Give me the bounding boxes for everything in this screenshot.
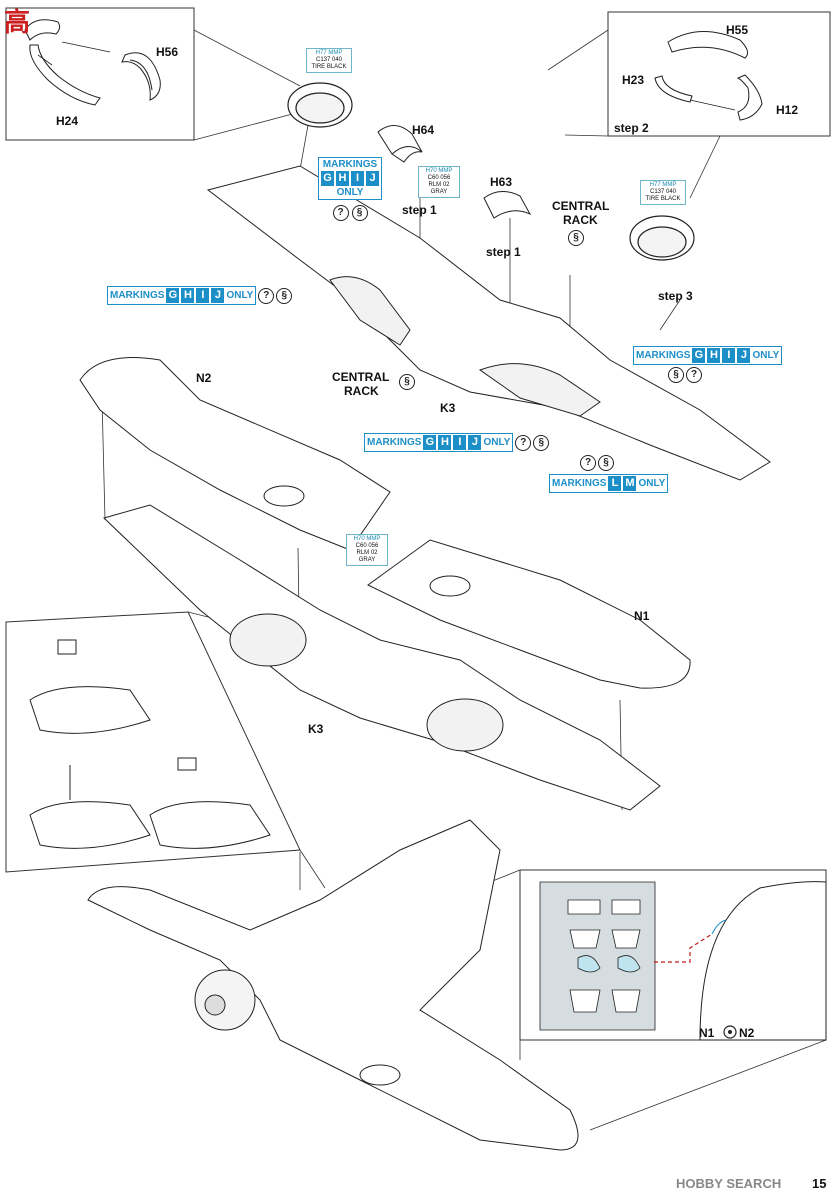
part-wheelwell-assembled-1 xyxy=(287,82,353,128)
inset-box-top-left xyxy=(5,7,195,141)
aircraft-assembled xyxy=(87,819,579,1151)
label-central-rack-1: CENTRAL xyxy=(552,199,609,213)
label-n2-join: N2 xyxy=(739,1026,755,1040)
arrow-h24 xyxy=(37,54,53,66)
markings-callout-3-symbols: § ? xyxy=(668,367,702,383)
paint-callout-tire-black-2: H77 MMP C137 040 TIRE BLACK xyxy=(640,180,686,205)
label-h12: H12 xyxy=(776,103,798,117)
cockpit-detail-1 xyxy=(29,639,151,734)
page-number: 15 xyxy=(812,1176,827,1191)
label-h56: H56 xyxy=(156,45,178,59)
part-h24 xyxy=(29,44,101,106)
paint-callout-rlm02-2: H70 MMP C60 056 RLM 02 GRAY xyxy=(346,534,388,566)
question-icon: ? xyxy=(515,434,532,451)
cockpit-detail-3 xyxy=(149,757,271,849)
cockpit-detail-2 xyxy=(29,765,151,849)
question-icon: ? xyxy=(258,287,275,304)
wing-lower-top xyxy=(206,165,771,481)
label-n2: N2 xyxy=(196,371,212,385)
part-h63 xyxy=(483,191,532,219)
part-h55 xyxy=(667,31,749,59)
inset-box-top-right xyxy=(607,11,831,137)
watermark-logo: 高 xyxy=(4,7,31,37)
paint-callout-tire-black-1: H77 MMP C137 040 TIRE BLACK xyxy=(306,48,352,73)
label-central-rack-2b: RACK xyxy=(344,384,379,398)
label-n1: N1 xyxy=(634,609,650,623)
label-step1-b: step 1 xyxy=(486,245,521,259)
photoetch-parts xyxy=(567,899,641,1013)
part-h23 xyxy=(654,75,693,103)
label-k3-a: K3 xyxy=(440,401,456,415)
label-h24: H24 xyxy=(56,114,78,128)
label-step3: step 3 xyxy=(658,289,693,303)
glue-icon: § xyxy=(598,455,614,471)
glue-icon: § xyxy=(351,205,368,221)
markings-callout-4: MARKINGS G H I J ONLY ? § xyxy=(364,433,550,452)
part-h64 xyxy=(377,125,423,163)
part-h12 xyxy=(736,74,763,121)
markings-callout-1: MARKINGS G H I J ONLY ? § xyxy=(318,157,382,221)
glue-icon: § xyxy=(668,367,684,383)
label-central-rack-2: CENTRAL xyxy=(332,370,389,384)
glue-icon: § xyxy=(276,287,293,304)
part-h56 xyxy=(121,52,161,101)
label-k3-b: K3 xyxy=(308,722,324,736)
part-wheelwell-small xyxy=(24,19,61,41)
label-central-rack-1b: RACK xyxy=(563,213,598,227)
question-icon: ? xyxy=(686,367,702,383)
join-symbol xyxy=(723,1025,737,1039)
markings-callout-3: MARKINGS G H I J ONLY xyxy=(633,346,783,365)
paint-callout-rlm02-1: H70 MMP C60 056 RLM 02 GRAY xyxy=(418,166,460,198)
label-h63: H63 xyxy=(490,175,512,189)
label-h23: H23 xyxy=(622,73,644,87)
label-h64: H64 xyxy=(412,123,434,137)
arrow-h56 xyxy=(61,41,111,53)
glue-icon: § xyxy=(399,374,415,390)
question-icon: ? xyxy=(332,205,349,221)
markings-callout-2: MARKINGS G H I J ONLY ? § xyxy=(107,286,293,305)
wingtip-detail xyxy=(699,881,827,1041)
glue-icon: § xyxy=(533,434,550,451)
label-step1-a: step 1 xyxy=(402,203,437,217)
glue-icon: § xyxy=(568,230,584,246)
label-step2: step 2 xyxy=(614,121,649,135)
question-icon: ? xyxy=(580,455,596,471)
wing-upper-n1 xyxy=(367,539,691,689)
label-n1-join: N1 xyxy=(699,1026,715,1040)
markings-callout-5: MARKINGS L M ONLY xyxy=(549,474,669,493)
label-h55: H55 xyxy=(726,23,748,37)
dashed-red-leader xyxy=(654,933,713,963)
part-wheelwell-assembled-2 xyxy=(629,215,695,261)
wing-upper-n2 xyxy=(79,357,391,551)
markings-callout-5-symbols: ? § xyxy=(580,455,614,471)
wing-lower-middle xyxy=(103,504,661,811)
watermark-corner-text: HOBBY SEARCH xyxy=(676,1176,782,1191)
